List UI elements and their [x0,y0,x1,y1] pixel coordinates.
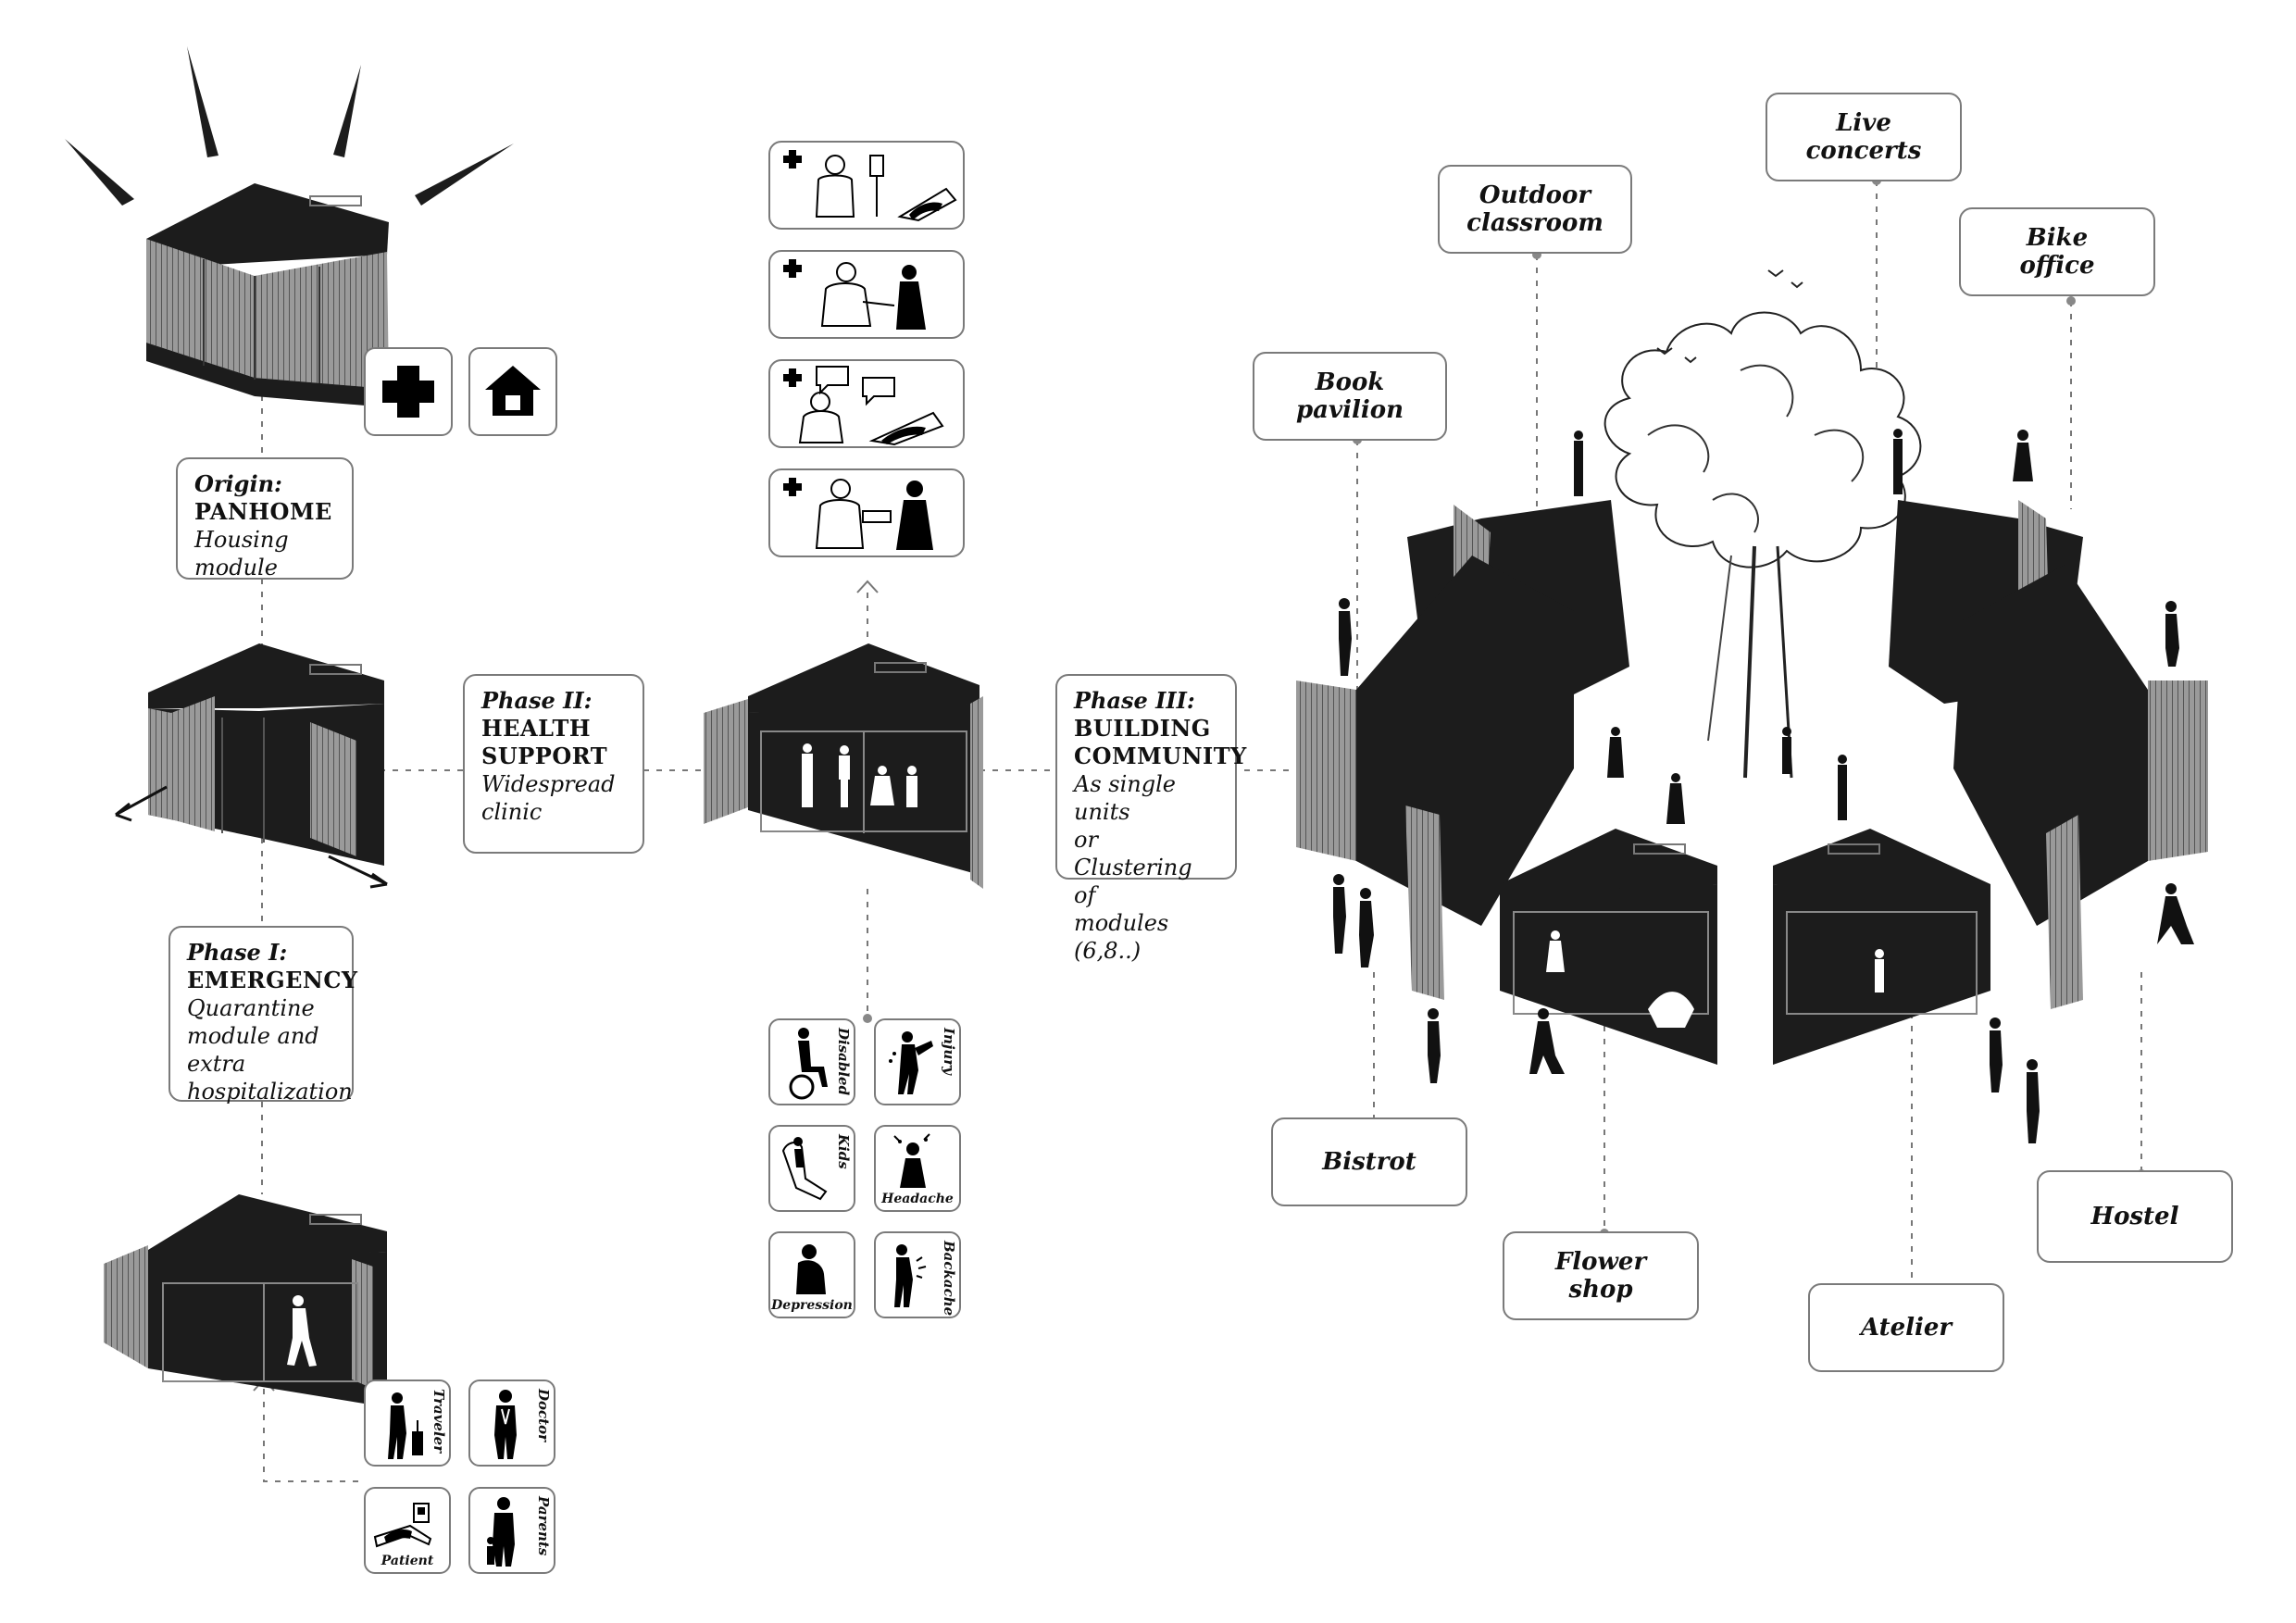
community-cluster [1296,269,2208,1143]
function-label-line: concerts [1805,137,1922,165]
function-label-line: pavilion [1295,396,1404,424]
injury-icon [889,1031,933,1094]
house-icon [485,366,541,416]
condition-tile-disabled: Disabled [768,1018,855,1105]
phase2-description-line: clinic [481,799,543,825]
origin-phase: Origin: [194,470,282,497]
condition-label: Kids [835,1134,852,1169]
medical-cross-icon [382,366,434,418]
doctor-consultation-icon [783,366,944,446]
central-tree [1603,311,1922,779]
doctor-with-iv-patient-icon [783,150,957,222]
function-label-line: Atelier [1860,1314,1953,1342]
depression-icon [796,1244,826,1294]
people-silhouettes [1333,429,2194,1143]
condition-label: Disabled [835,1028,852,1096]
phase3-description-line: or Clustering of [1074,827,1192,908]
user-type-label: Doctor [535,1389,552,1442]
condition-tile-kids: Kids [768,1125,855,1212]
function-label-line: Live [1836,109,1891,137]
function-label-line: Flower [1554,1248,1647,1276]
phase1-description-line: module and [187,1023,319,1049]
function-label-bistrot: Bistrot [1271,1117,1467,1206]
user-type-label: Traveler [430,1389,447,1454]
phase2-heading-line: HEALTH [481,715,592,742]
function-label-line: Bistrot [1322,1148,1416,1176]
phase3-heading-line: COMMUNITY [1074,743,1247,769]
doctor-icon [494,1390,517,1459]
user-type-tile-traveler: Traveler [364,1380,451,1467]
phase1-description-line: Quarantine [187,995,315,1021]
patient-icon [373,1503,432,1548]
health-scene-tile [768,141,965,230]
panhome-module [65,46,514,407]
quarantine-module [104,1194,387,1407]
doctor-vaccinating-patient-icon [783,259,926,330]
emergency-module [115,643,388,889]
phase3-phase: Phase III: [1074,687,1195,714]
origin-description-line: Housing [194,527,289,553]
condition-tile-backache: Backache [874,1231,961,1318]
wheelchair-icon [789,1028,828,1100]
birds-icon [1656,269,1803,364]
phase3-label: Phase III: BUILDING COMMUNITY As single … [1055,674,1247,964]
phase1-label: Phase I: EMERGENCY Quarantine module and… [168,926,358,1105]
condition-label: Injury [941,1028,957,1075]
condition-label: Depression [771,1298,853,1313]
phase3-description-line: As single units [1074,771,1176,825]
function-label-atelier: Atelier [1808,1283,2004,1372]
health-scene-tile [768,359,965,448]
function-label-line: Book [1315,368,1385,396]
traveler-icon [388,1392,423,1459]
condition-label: Backache [941,1241,957,1317]
user-type-label: Patient [381,1554,434,1568]
phase1-heading: EMERGENCY [187,967,358,993]
function-label-line: Bike [2026,224,2089,252]
user-type-tile-patient: Patient [364,1487,451,1574]
user-type-label: Parents [535,1496,552,1556]
phase2-heading-line: SUPPORT [481,743,608,769]
function-label-line: classroom [1466,209,1603,237]
clinic-module [704,643,983,889]
user-type-tile-doctor: Doctor [468,1380,555,1467]
phase1-description-line: hospitalization [187,1079,353,1105]
condition-tile-injury: Injury [874,1018,961,1105]
phase3-heading-line: BUILDING [1074,715,1211,742]
condition-label: Headache [881,1192,954,1206]
phase2-description-line: Widespread [481,771,616,797]
health-scene-tile [768,250,965,339]
condition-tile-depression: Depression [768,1231,855,1318]
phase1-description-line: extra [187,1051,246,1077]
house-symbol [468,347,557,436]
function-label-line: shop [1568,1276,1633,1304]
headache-icon [893,1133,930,1188]
function-label-hostel: Hostel [2037,1170,2233,1263]
phase2-label: Phase II: HEALTH SUPPORT Widespread clin… [463,674,644,854]
function-label-line: office [2019,252,2095,280]
up-arrow-icon [856,580,879,593]
medical-cross-symbol [364,347,453,436]
origin-label: Origin: PANHOME Housing module [176,457,354,581]
origin-description-line: module [194,555,278,581]
backache-icon [894,1244,927,1307]
function-label-line: Hostel [2090,1203,2179,1230]
user-type-tile-parents: Parents [468,1487,555,1574]
condition-tile-headache: Headache [874,1125,961,1212]
phase3-description-line: modules (6,8..) [1074,910,1169,964]
parents-icon [487,1497,515,1567]
origin-heading: PANHOME [194,498,332,525]
kid-icon [781,1137,828,1201]
phase1-phase: Phase I: [187,939,288,966]
function-label-line: Outdoor [1479,181,1591,209]
phase2-phase: Phase II: [481,687,593,714]
health-scene-tile [768,468,965,557]
doctor-treating-arm-icon [783,478,933,550]
